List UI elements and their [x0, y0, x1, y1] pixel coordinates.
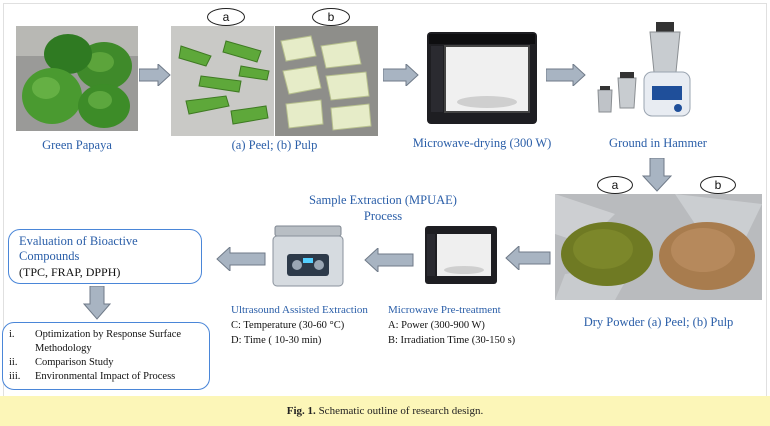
outcome-number: iii.: [9, 371, 21, 382]
arrow-peel-to-microwave: [383, 64, 419, 86]
pretreatment-power: A: Power (300-900 W): [388, 320, 485, 331]
evaluation-subtitle: (TPC, FRAP, DPPH): [19, 265, 121, 279]
label-oval-a: a: [207, 8, 245, 26]
pretreatment-irradiation: B: Irradiation Time (30-150 s): [388, 335, 516, 346]
evaluation-title-line1: Evaluation of Bioactive: [19, 234, 138, 248]
label-oval-a-powder: a: [597, 176, 633, 194]
peel-pulp-label: (a) Peel; (b) Pulp: [231, 138, 318, 152]
label-oval-b: b: [312, 8, 350, 26]
arrow-papaya-to-peel: [139, 64, 171, 86]
arrow-microwave-to-grinder: [546, 64, 586, 86]
ultrasound-temperature: C: Temperature (30-60 °C): [231, 320, 345, 331]
dry-powder-label: Dry Powder (a) Peel; (b) Pulp: [583, 315, 734, 329]
evaluation-box: Evaluation of Bioactive Compounds (TPC, …: [8, 229, 202, 284]
outcome-text: Comparison Study: [35, 357, 114, 368]
arrow-grinder-to-powder: [642, 158, 672, 192]
outcome-item-continuation: Methodology: [35, 343, 92, 354]
arrow-ultrasound-to-evaluation: [216, 247, 266, 271]
pretreatment-title: Microwave Pre-treatment: [388, 304, 501, 316]
extraction-title: Sample Extraction (MPUAE) Process: [288, 192, 478, 224]
figure-number: Fig. 1.: [286, 405, 316, 417]
ultrasound-time: D: Time ( 10-30 min): [231, 335, 322, 346]
outcome-item: ii. Comparison Study: [9, 357, 113, 368]
microwave-drying-label: Microwave-drying (300 W): [412, 136, 552, 150]
figure-caption: Fig. 1. Schematic outline of research de…: [0, 405, 770, 417]
outcomes-box: i. Optimization by Response Surface Metho…: [2, 322, 210, 390]
microwave-photo: [421, 24, 544, 129]
green-papaya-photo: [16, 26, 138, 131]
extraction-title-line2: Process: [363, 209, 403, 223]
arrow-pretreatment-to-ultrasound: [364, 248, 414, 272]
figure-caption-text: Schematic outline of research design.: [318, 405, 484, 417]
dry-powder-photo: [555, 194, 762, 300]
peel-pulp-photo: [171, 26, 378, 136]
ultrasound-bath-photo: [267, 220, 349, 292]
outcome-text: Optimization by Response Surface: [35, 329, 182, 340]
outcome-item: i. Optimization by Response Surface: [9, 329, 181, 340]
outcome-number: ii.: [9, 357, 18, 368]
outcome-item: iii. Environmental Impact of Process: [9, 371, 175, 382]
caption-band: [0, 396, 770, 426]
outcome-text: Environmental Impact of Process: [35, 371, 176, 382]
green-papaya-label: Green Papaya: [42, 138, 112, 152]
ultrasound-title: Ultrasound Assisted Extraction: [231, 304, 368, 316]
arrow-evaluation-to-outcomes: [83, 286, 111, 320]
label-oval-b-powder: b: [700, 176, 736, 194]
outcome-number: i.: [9, 329, 15, 340]
pretreatment-microwave-photo: [421, 220, 501, 290]
evaluation-title-line2: Compounds: [19, 249, 80, 263]
grinder-label: Ground in Hammer: [609, 136, 707, 150]
arrow-powder-to-pretreatment: [505, 246, 551, 270]
grinder-photo: [592, 16, 722, 126]
extraction-title-line1: Sample Extraction (MPUAE): [309, 193, 457, 207]
